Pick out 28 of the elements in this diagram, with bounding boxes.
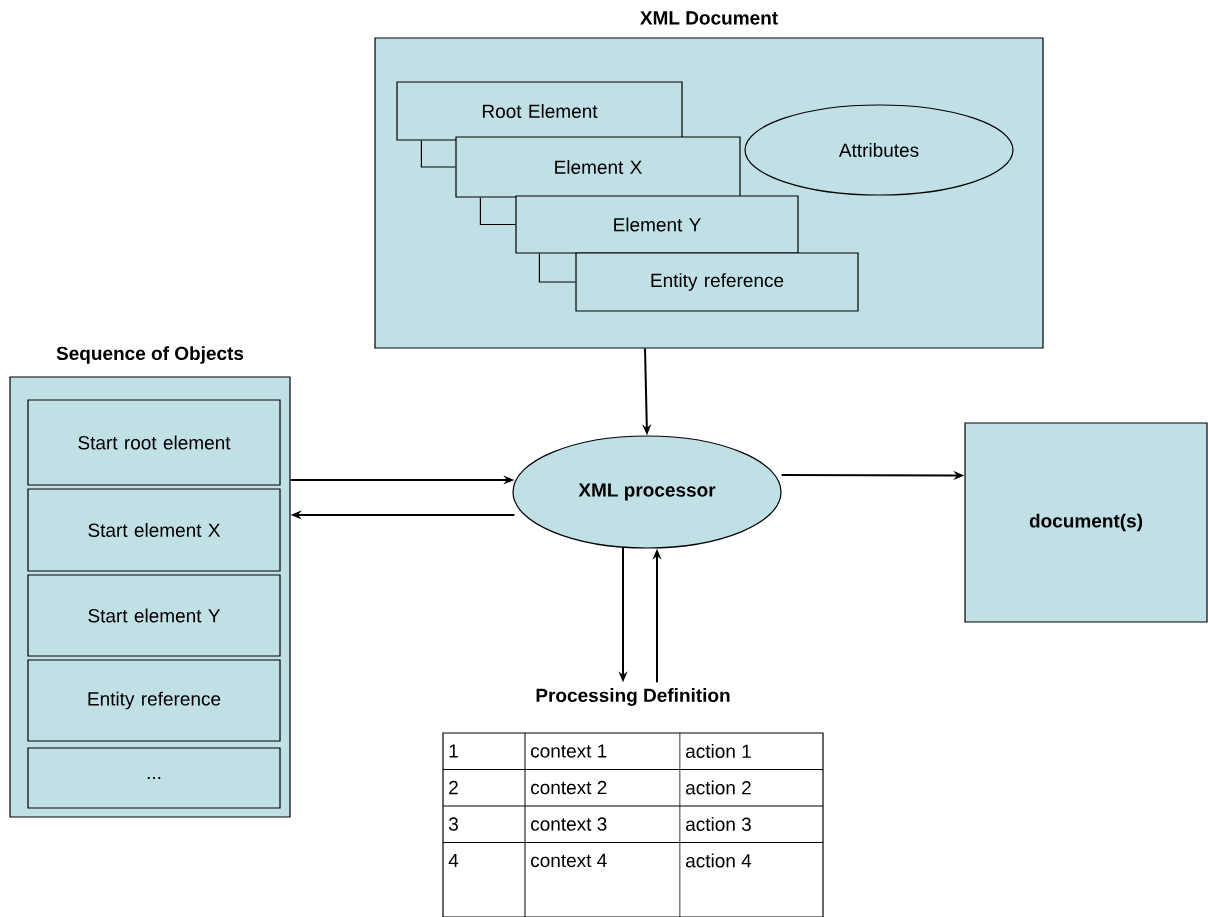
element-box: Entity reference xyxy=(575,252,859,312)
object-box: Start element Y xyxy=(27,574,281,657)
table-cell: action 2 xyxy=(686,780,751,795)
table-cell: 3 xyxy=(448,817,458,831)
connector-line xyxy=(538,253,576,283)
panel-title: XML Document xyxy=(640,11,778,25)
table-cell: context 1 xyxy=(531,744,607,758)
table-cell: 1 xyxy=(449,744,458,758)
panel-title: Sequence of Objects xyxy=(56,346,244,364)
table-cell: action 3 xyxy=(686,817,751,831)
panel-title: Processing Definition xyxy=(536,688,730,706)
table-cell: context 4 xyxy=(531,853,607,868)
connector-line xyxy=(479,197,516,226)
table-cell: context 3 xyxy=(531,817,607,831)
table-cell: 4 xyxy=(448,853,459,868)
table-cell: action 1 xyxy=(686,744,751,758)
element-box: Element Y xyxy=(515,195,799,254)
table-cell: 2 xyxy=(449,780,458,795)
object-box: Start root element xyxy=(27,399,281,486)
output-box: document(s) xyxy=(964,422,1208,623)
object-box: Entity reference xyxy=(27,659,281,742)
element-box: Root Element xyxy=(396,81,683,141)
element-box: Element X xyxy=(455,136,741,198)
table-cell: context 2 xyxy=(531,780,607,795)
table-cell: action 4 xyxy=(686,853,752,868)
connector-line xyxy=(420,140,456,168)
object-box: Start element X xyxy=(27,488,281,572)
object-box: ... xyxy=(27,747,281,809)
